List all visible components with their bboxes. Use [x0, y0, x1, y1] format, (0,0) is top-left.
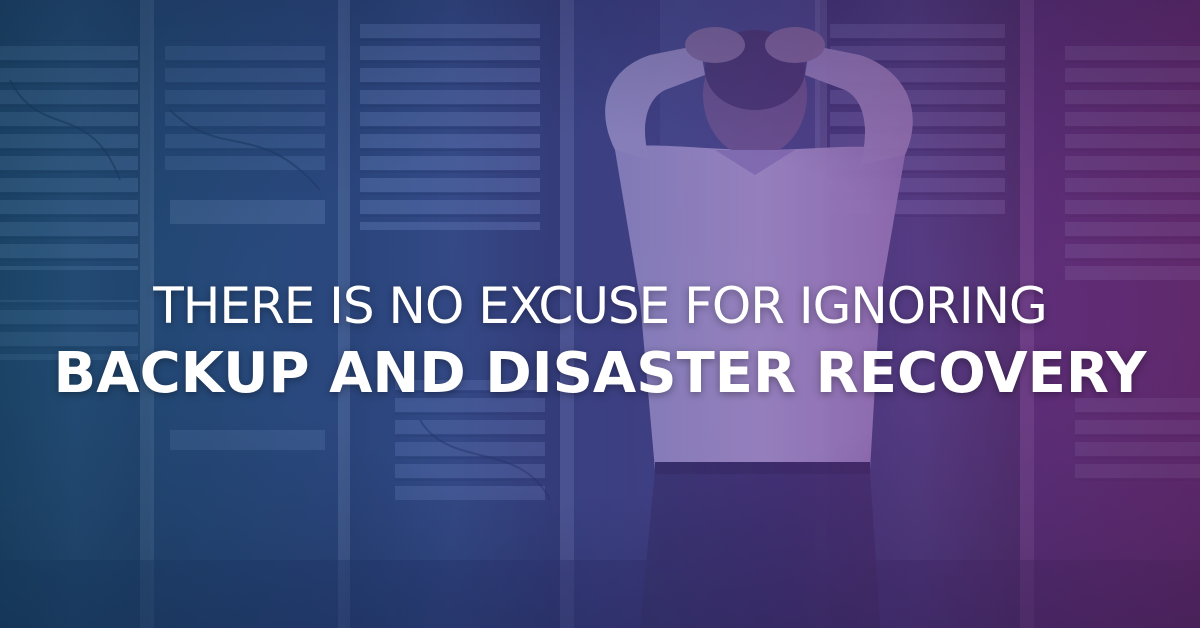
headline: THERE IS NO EXCUSE FOR IGNORING BACKUP A… — [0, 275, 1200, 409]
headline-line-1: THERE IS NO EXCUSE FOR IGNORING — [153, 277, 1048, 336]
headline-line-2: BACKUP AND DISASTER RECOVERY — [53, 341, 1147, 407]
